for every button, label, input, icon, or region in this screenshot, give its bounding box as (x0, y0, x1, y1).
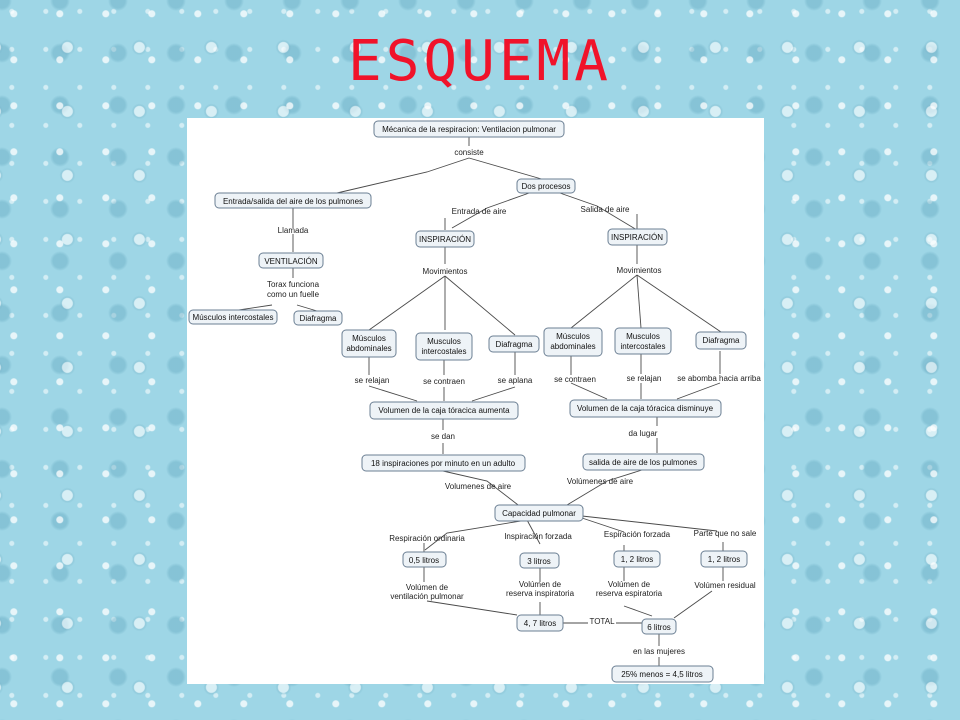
label-volumenes-aire-2: Volúmenes de aire (567, 477, 634, 486)
svg-text:INSPIRACIÓN: INSPIRACIÓN (419, 235, 471, 244)
svg-text:Musculos: Musculos (427, 337, 461, 346)
root-node: Mécanica de la respiracion: Ventilacion … (373, 120, 565, 138)
svg-text:intercostales: intercostales (621, 342, 666, 351)
svg-text:Volumen de la caja tóracica au: Volumen de la caja tóracica aumenta (378, 406, 510, 415)
svg-text:Músculos: Músculos (556, 332, 590, 341)
svg-text:0,5 litros: 0,5 litros (409, 556, 439, 565)
label-se-relajan-2: se relajan (627, 374, 662, 383)
node-3-litros: 3 litros (519, 552, 560, 569)
svg-text:INSPIRACIÓN: INSPIRACIÓN (611, 233, 663, 242)
svg-text:salida de aire de los pulmones: salida de aire de los pulmones (589, 458, 697, 467)
label-torax-1: Torax funciona (267, 280, 320, 289)
concept-map: Mécanica de la respiracion: Ventilacion … (188, 120, 761, 683)
label-se-abomba: se abomba hacia arriba (677, 374, 761, 383)
label-movimientos-1: Movimientos (423, 267, 468, 276)
label-se-contraen-2: se contraen (554, 375, 596, 384)
svg-text:6 litros: 6 litros (647, 623, 671, 632)
label-movimientos-2: Movimientos (617, 266, 662, 275)
svg-text:Músculos: Músculos (352, 334, 386, 343)
label-entrada-de-aire: Entrada de aire (452, 207, 507, 216)
node-salida-aire-pulmones: salida de aire de los pulmones (582, 453, 705, 471)
label-consiste: consiste (454, 148, 484, 157)
label-en-las-mujeres: en las mujeres (633, 647, 685, 656)
label-salida-de-aire: Salida de aire (581, 205, 630, 214)
svg-text:25% menos = 4,5 litros: 25% menos = 4,5 litros (621, 670, 703, 679)
label-volumenes-aire-1: Volumenes de aire (445, 482, 512, 491)
concept-map-panel: Mécanica de la respiracion: Ventilacion … (187, 118, 764, 684)
label-total: TOTAL (589, 617, 615, 626)
node-inspiraciones-minuto: 18 inspiraciones por minuto en un adulto (361, 454, 526, 472)
label-inspiracion-forzada: Inspiración forzada (504, 532, 572, 541)
svg-text:Diafragma: Diafragma (703, 336, 740, 345)
svg-text:intercostales: intercostales (422, 347, 467, 356)
node-musculos-intercostales-1: Musculos intercostales (415, 332, 473, 361)
node-dos-procesos: Dos procesos (516, 178, 576, 194)
node-05-litros: 0,5 litros (402, 551, 447, 568)
svg-text:4, 7 litros: 4, 7 litros (524, 619, 556, 628)
label-vol-ri-2: reserva inspiratoria (506, 589, 575, 598)
label-da-lugar: da lugar (629, 429, 658, 438)
label-llamada: Llamada (278, 226, 309, 235)
label-vol-re-2: reserva espiratoria (596, 589, 663, 598)
node-musculos-intercostales-2: Musculos intercostales (614, 327, 672, 355)
label-se-contraen-1: se contraen (423, 377, 465, 386)
node-12-litros-a: 1, 2 litros (613, 550, 661, 568)
svg-text:abdominales: abdominales (346, 344, 391, 353)
node-inspiracion-1: INSPIRACIÓN (415, 230, 475, 248)
svg-text:1, 2 litros: 1, 2 litros (708, 555, 740, 564)
concept-map-edges (231, 137, 724, 666)
node-diafragma-2: Diafragma (695, 331, 747, 350)
node-12-litros-b: 1, 2 litros (700, 550, 748, 568)
svg-text:abdominales: abdominales (550, 342, 595, 351)
label-vol-ventilacion-1: Volúmen de (406, 583, 449, 592)
node-47-litros: 4, 7 litros (516, 614, 564, 632)
node-inspiracion-2: INSPIRACIÓN (607, 228, 668, 246)
node-volumen-disminuye: Volumen de la caja tóracica disminuye (569, 399, 722, 418)
label-torax-2: como un fuelle (267, 290, 320, 299)
label-respiracion-ordinaria: Respiración ordinaria (389, 534, 465, 543)
node-entrada-salida: Entrada/salida del aire de los pulmones (214, 192, 372, 209)
label-se-relajan-1: se relajan (355, 376, 390, 385)
node-diafragma-1: Diafragma (488, 335, 540, 353)
label-espiracion-forzada: Espiración forzada (604, 530, 671, 539)
svg-text:18 inspiraciones por minuto en: 18 inspiraciones por minuto en un adulto (371, 459, 516, 468)
node-musculos-abdominales-2: Músculos abdominales (543, 327, 603, 357)
label-vol-residual: Volúmen residual (694, 581, 756, 590)
svg-text:3 litros: 3 litros (527, 557, 551, 566)
label-se-aplana: se aplana (498, 376, 533, 385)
label-vol-re-1: Volúmen de (608, 580, 651, 589)
label-parte-no-sale: Parte que no sale (694, 529, 757, 538)
node-6-litros: 6 litros (641, 618, 677, 635)
svg-text:Diafragma: Diafragma (300, 314, 337, 323)
svg-text:Mécanica de la respiracion: Ve: Mécanica de la respiracion: Ventilacion … (382, 125, 556, 134)
label-vol-ri-1: Volúmen de (519, 580, 562, 589)
node-volumen-aumenta: Volumen de la caja tóracica aumenta (369, 401, 519, 420)
svg-text:Volumen de la caja tóracica di: Volumen de la caja tóracica disminuye (577, 404, 714, 413)
svg-text:Músculos intercostales: Músculos intercostales (193, 313, 274, 322)
node-diafragma-left: Diafragma (293, 310, 343, 326)
node-capacidad-pulmonar: Capacidad pulmonar (494, 504, 584, 522)
svg-text:Musculos: Musculos (626, 332, 660, 341)
svg-text:1, 2 litros: 1, 2 litros (621, 555, 653, 564)
node-mujeres-result: 25% menos = 4,5 litros (611, 665, 714, 683)
slide-title: ESQUEMA (347, 29, 612, 94)
svg-text:Capacidad pulmonar: Capacidad pulmonar (502, 509, 576, 518)
svg-text:VENTILACIÓN: VENTILACIÓN (264, 257, 318, 266)
node-musculos-abdominales-1: Músculos abdominales (341, 329, 397, 358)
label-se-dan: se dan (431, 432, 455, 441)
node-musculos-intercostales: Músculos intercostales (188, 309, 278, 325)
label-vol-ventilacion-2: ventilación pulmonar (390, 592, 464, 601)
svg-text:Dos procesos: Dos procesos (522, 182, 571, 191)
node-ventilacion: VENTILACIÓN (258, 252, 324, 269)
svg-text:Entrada/salida del aire de los: Entrada/salida del aire de los pulmones (223, 197, 363, 206)
svg-text:Diafragma: Diafragma (496, 340, 533, 349)
